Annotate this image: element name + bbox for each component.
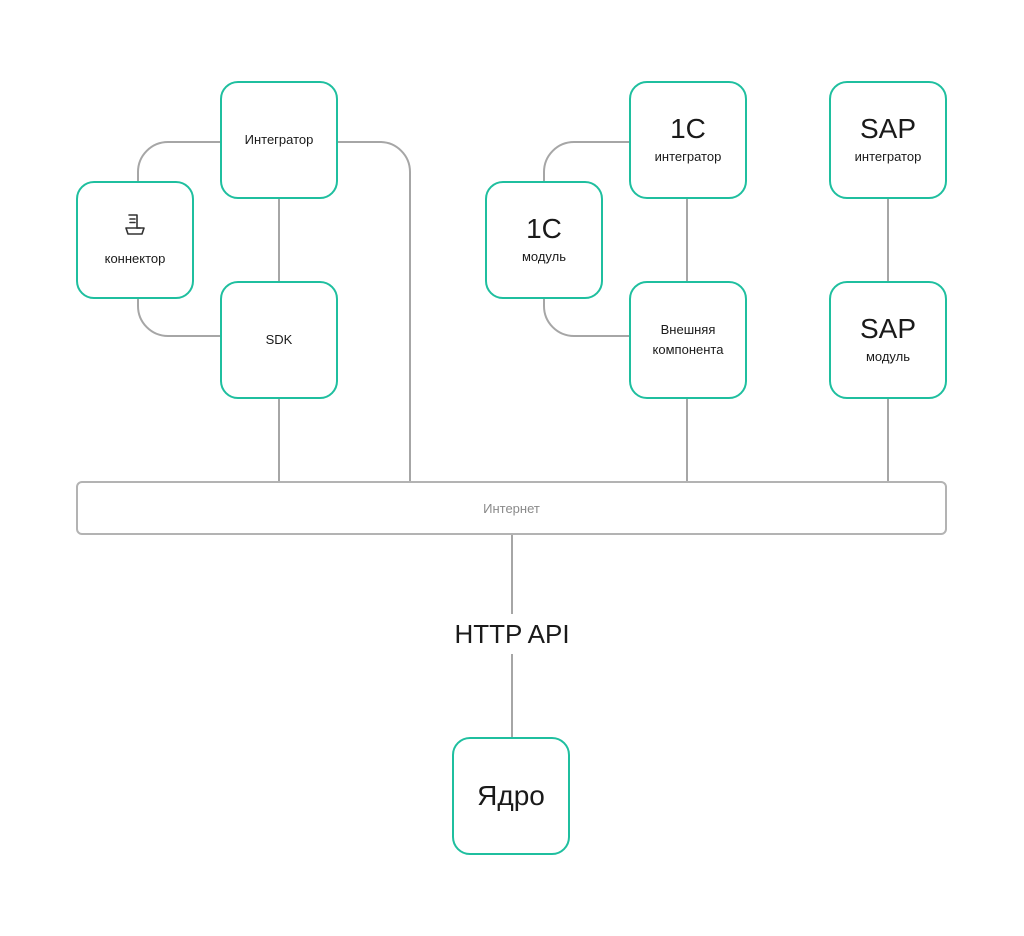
sap-integrator-title: SAP [859, 113, 917, 144]
integrator-label: Интегратор [244, 132, 314, 147]
link-connector-sdk [137, 298, 221, 337]
sdk-node: SDK [220, 281, 338, 399]
core-label: Ядро [477, 780, 545, 811]
cash-register-icon [122, 212, 148, 243]
internet-bus-label: Интернет [483, 500, 540, 516]
link-1c-module-component [543, 298, 630, 337]
link-integrator-bus [337, 141, 411, 482]
onec-module-title: 1С [526, 213, 562, 244]
external-component-line1: Внешняя [660, 322, 716, 337]
internet-bus: Интернет [76, 481, 947, 535]
sap-module-node: SAP модуль [829, 281, 947, 399]
integrator-node: Интегратор [220, 81, 338, 199]
sap-module-label: модуль [865, 349, 911, 364]
connector-node: коннектор [76, 181, 194, 299]
sap-integrator-label: интегратор [854, 149, 922, 164]
http-api-label: HTTP API [412, 614, 612, 654]
onec-module-label: модуль [521, 249, 567, 264]
sap-integrator-node: SAP интегратор [829, 81, 947, 199]
onec-integrator-label: интегратор [654, 149, 722, 164]
onec-integrator-node: 1С интегратор [629, 81, 747, 199]
connector-label: коннектор [104, 250, 166, 266]
link-1c-integrator-module [543, 141, 630, 182]
core-node: Ядро [452, 737, 570, 855]
onec-integrator-title: 1С [670, 113, 706, 144]
external-component-line2: компонента [652, 342, 724, 357]
sap-module-title: SAP [859, 313, 917, 344]
sdk-label: SDK [265, 332, 293, 347]
link-integrator-connector [137, 141, 221, 182]
external-component-node: Внешняя компонента [629, 281, 747, 399]
onec-module-node: 1С модуль [485, 181, 603, 299]
